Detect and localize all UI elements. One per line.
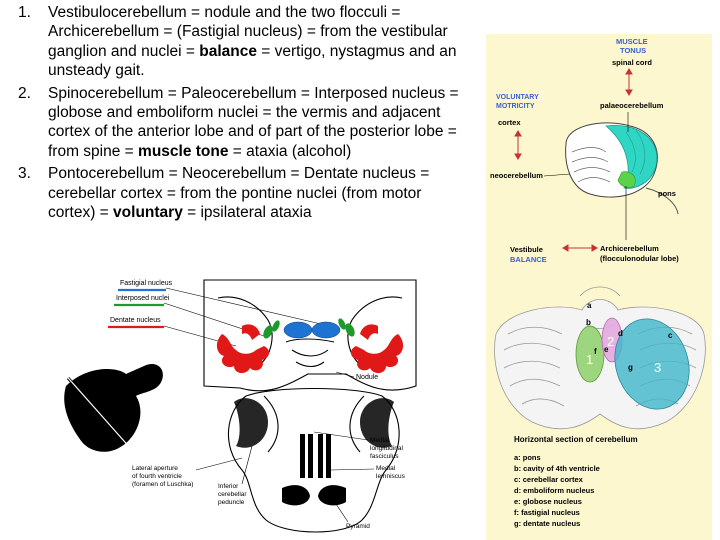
tonus-label: TONUS xyxy=(620,46,646,55)
lateral-aperture-label-line2: of fourth ventricle xyxy=(132,473,182,480)
mlf-label-line1: Medial xyxy=(370,437,390,444)
list-text: Pontocerebellum = Neocerebellum = Dentat… xyxy=(48,165,430,222)
vestibule-arrow xyxy=(562,244,598,252)
list-text: Spinocerebellum = Paleocerebellum = Inte… xyxy=(48,84,459,160)
key-item-g: g: dentate nucleus xyxy=(514,519,580,528)
palaeocerebellum-label: palaeocerebellum xyxy=(600,101,664,110)
neocerebellum-label: neocerebellum xyxy=(490,171,543,180)
key-item-d: d: emboliform nucleus xyxy=(514,486,594,495)
list-keyword: balance xyxy=(199,42,257,60)
list-item-spinocerebellum: 2. Spinocerebellum = Paleocerebellum = I… xyxy=(18,84,473,162)
list-keyword: muscle tone xyxy=(138,142,229,160)
medial-lemniscus-label-line1: Medial xyxy=(376,465,396,472)
dentate-nucleus-right xyxy=(350,324,404,374)
list-text: Vestibulocerebellum = nodule and the two… xyxy=(48,4,448,60)
lateral-aperture-label-line1: Lateral aperture xyxy=(132,465,178,472)
inferior-olive-left xyxy=(234,398,268,448)
section-letter-c: c xyxy=(668,331,673,340)
cerebellum-division-list: 1. Vestibulocerebellum = nodule and the … xyxy=(18,3,473,225)
section-letter-b: b xyxy=(586,318,591,327)
functional-divisions-diagram: MUSCLE TONUS spinal cord VOLUNTARY MOTRI… xyxy=(490,37,706,528)
crossed-cerebellum-icon xyxy=(53,361,163,452)
section-caption: Horizontal section of cerebellum xyxy=(514,435,638,444)
interposed-nuclei xyxy=(263,318,355,339)
section-letter-a: a xyxy=(587,301,592,310)
list-text: = vertigo, nystagmus and an unsteady gai… xyxy=(48,42,457,80)
inferior-olive-right xyxy=(360,398,394,448)
icp-label-line1: Inferior xyxy=(218,483,239,490)
dentate-nucleus-left xyxy=(216,324,270,374)
list-keyword: voluntary xyxy=(113,204,183,222)
region-number-3: 3 xyxy=(654,360,661,375)
medial-lemniscus-label-line2: lemniscus xyxy=(376,473,406,480)
icp-label-line3: peduncle xyxy=(218,499,245,506)
pons-label: pons xyxy=(658,189,676,198)
section-letter-g: g xyxy=(628,363,633,372)
icp-label-line2: cerebellar xyxy=(218,491,247,498)
region-3-dentate xyxy=(614,318,690,410)
key-item-f: f: fastigial nucleus xyxy=(514,508,580,517)
cerebellum-schematic xyxy=(565,122,679,215)
list-text: = ipsilateral ataxia xyxy=(182,204,312,222)
section-letter-d: d xyxy=(618,329,623,338)
list-text: = ataxia (alcohol) xyxy=(228,142,352,160)
list-item-vestibulocerebellum: 1. Vestibulocerebellum = nodule and the … xyxy=(18,3,473,81)
mlf-label-line3: fasciculus xyxy=(370,453,399,460)
key-item-c: c: cerebellar cortex xyxy=(514,475,584,484)
mlf-label-line2: longitudinal xyxy=(370,445,403,452)
key-item-a: a: pons xyxy=(514,453,541,462)
cortex-label: cortex xyxy=(498,118,521,127)
list-number: 2. xyxy=(18,84,31,102)
voluntary-label: VOLUNTARY xyxy=(496,94,539,101)
balance-label: BALANCE xyxy=(510,255,547,264)
flocculonodular-label: (flocculonodular lobe) xyxy=(600,254,679,263)
list-number: 1. xyxy=(18,4,31,21)
nodule-label: Nodule xyxy=(356,374,378,381)
list-number: 3. xyxy=(18,165,31,183)
region-number-1: 1 xyxy=(586,352,593,367)
key-item-e: e: globose nucleus xyxy=(514,497,582,506)
cerebellar-nuclei-section-figure: Fastigial nucleus Interposed nuclei Dent… xyxy=(46,246,431,540)
motricity-label: MOTRICITY xyxy=(496,103,535,110)
legend-fastigial-label: Fastigial nucleus xyxy=(120,280,173,287)
pyramid-label: Pyramid xyxy=(346,523,370,530)
cerebellum-functional-divisions-figure: MUSCLE TONUS spinal cord VOLUNTARY MOTRI… xyxy=(486,34,712,540)
legend-dentate-label: Dentate nucleus xyxy=(110,317,161,324)
cortex-arrow xyxy=(514,130,522,160)
muscle-label: MUSCLE xyxy=(616,37,648,46)
list-item-pontocerebellum: 3. Pontocerebellum = Neocerebellum = Den… xyxy=(18,164,473,222)
cerebellar-nuclei-diagram: Fastigial nucleus Interposed nuclei Dent… xyxy=(53,279,417,533)
fastigial-nuclei xyxy=(283,321,341,339)
pyramids xyxy=(282,485,346,506)
section-key: a: pons b: cavity of 4th ventricle c: ce… xyxy=(514,453,600,528)
archicerebellum-label: Archicerebellum xyxy=(600,244,659,253)
cerebellum-outline xyxy=(203,279,417,392)
vestibule-label: Vestibule xyxy=(510,245,543,254)
section-letter-f: f xyxy=(594,347,597,356)
region-number-2: 2 xyxy=(607,334,614,349)
spinal-cord-arrow xyxy=(625,68,633,96)
medulla-section xyxy=(228,387,400,533)
spinal-cord-label: spinal cord xyxy=(612,58,652,67)
medial-lemniscus-tracts xyxy=(300,434,331,478)
section-letter-e: e xyxy=(604,345,609,354)
lateral-aperture-label-line3: (foramen of Luschka) xyxy=(132,481,193,488)
legend-interposed-label: Interposed nuclei xyxy=(116,295,170,302)
key-item-b: b: cavity of 4th ventricle xyxy=(514,464,600,473)
